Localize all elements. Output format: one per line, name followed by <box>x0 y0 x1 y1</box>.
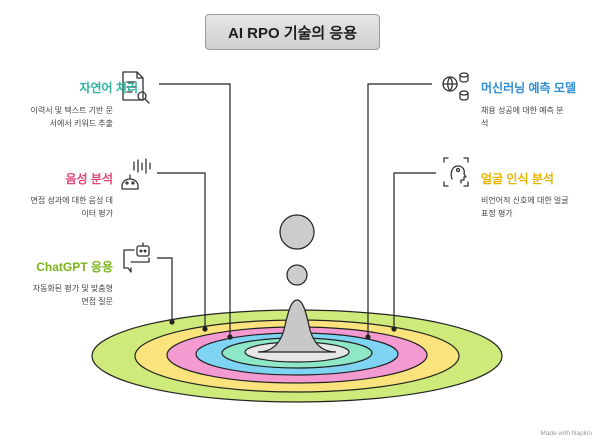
droplet-small <box>286 264 308 286</box>
connector-nlp <box>159 83 231 337</box>
globe-database-icon <box>442 72 469 101</box>
label-voice: 음성 분석 <box>65 172 114 186</box>
connector-voice <box>157 172 206 329</box>
dot-chatgpt <box>169 319 175 325</box>
dot-face <box>391 326 397 332</box>
droplet-large <box>279 214 315 250</box>
page-title: AI RPO 기술의 응용 <box>227 24 357 42</box>
splash-column <box>257 299 337 353</box>
voice-robot-icon <box>121 158 151 190</box>
desc-ml: 채용 성공에 대한 예측 분 석 <box>481 104 564 130</box>
desc-ml-line2: 석 <box>481 119 489 128</box>
dot-voice <box>202 326 208 332</box>
dot-nlp <box>227 334 233 340</box>
connector-chatgpt <box>157 257 173 322</box>
label-face: 얼굴 인식 분석 <box>481 172 554 186</box>
desc-face-line1: 비언어적 신호에 대한 얼굴 <box>481 196 569 205</box>
desc-chatgpt-line2: 면접 질문 <box>81 297 113 306</box>
label-nlp: 자연어 처리 <box>79 81 138 95</box>
desc-voice: 면접 성과에 대한 음성 데 이터 평가 <box>31 194 114 220</box>
desc-nlp: 이력서 및 텍스트 기반 문 서에서 키워드 추출 <box>31 104 114 130</box>
connector-face <box>393 172 436 329</box>
document-search-icon <box>122 71 150 104</box>
watermark: Made with Napkin <box>540 430 592 437</box>
desc-voice-line1: 면접 성과에 대한 음성 데 <box>30 196 114 205</box>
face-scan-icon <box>443 157 469 187</box>
desc-chatgpt-line1: 자동화된 평가 및 맞춤형 <box>32 284 113 293</box>
connector-lines <box>157 83 436 337</box>
desc-voice-line2: 이터 평가 <box>81 209 113 218</box>
desc-ml-line1: 채용 성공에 대한 예측 분 <box>481 106 564 115</box>
desc-face-line2: 표정 평가 <box>481 209 513 218</box>
connector-ml <box>367 83 432 337</box>
title-box: AI RPO 기술의 응용 <box>205 14 380 50</box>
label-ml: 머신러닝 예측 모델 <box>481 81 576 95</box>
desc-face: 비언어적 신호에 대한 얼굴 표정 평가 <box>481 194 569 220</box>
dot-ml <box>365 334 371 340</box>
label-chatgpt: ChatGPT 응용 <box>36 260 113 274</box>
connector-dots <box>169 319 397 340</box>
desc-chatgpt: 자동화된 평가 및 맞춤형 면접 질문 <box>33 282 113 308</box>
desc-nlp-line1: 이력서 및 텍스트 기반 문 <box>30 106 114 115</box>
desc-nlp-line2: 서에서 키워드 추출 <box>49 119 113 128</box>
chatbot-icon <box>123 242 150 273</box>
